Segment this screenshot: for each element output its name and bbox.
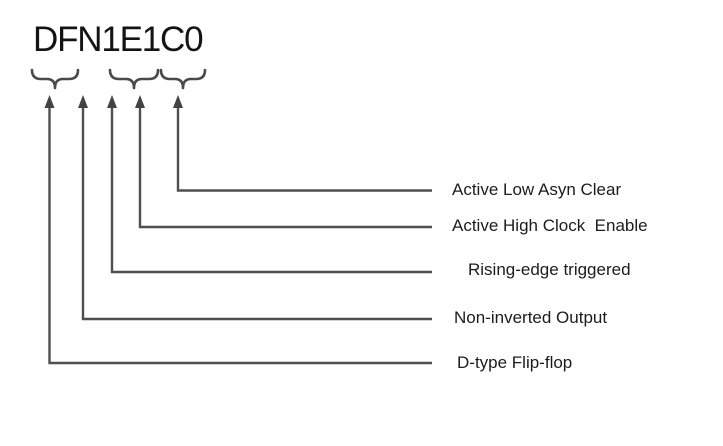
underbrace-e1 [108, 68, 160, 90]
connector-active-low-asyn-clear [173, 95, 432, 192]
connector-d-type-flip-flop [44, 95, 432, 365]
callout-label-rising-edge-triggered: Rising-edge triggered [468, 260, 631, 279]
connector-non-inverted-output [78, 95, 432, 321]
connector-rising-edge-triggered [107, 95, 432, 274]
connector-active-high-clock-enable [135, 95, 432, 229]
callout-label-active-high-clock-enable: Active High Clock Enable [452, 216, 648, 235]
underbrace-c0 [159, 68, 207, 90]
callout-label-d-type-flip-flop: D-type Flip-flop [457, 353, 573, 372]
underbrace-df [30, 68, 80, 90]
callout-label-active-low-asyn-clear: Active Low Asyn Clear [452, 180, 622, 199]
part-number-code: DFN1E1C0 [33, 20, 204, 59]
callout-label-non-inverted-output: Non-inverted Output [454, 308, 608, 327]
